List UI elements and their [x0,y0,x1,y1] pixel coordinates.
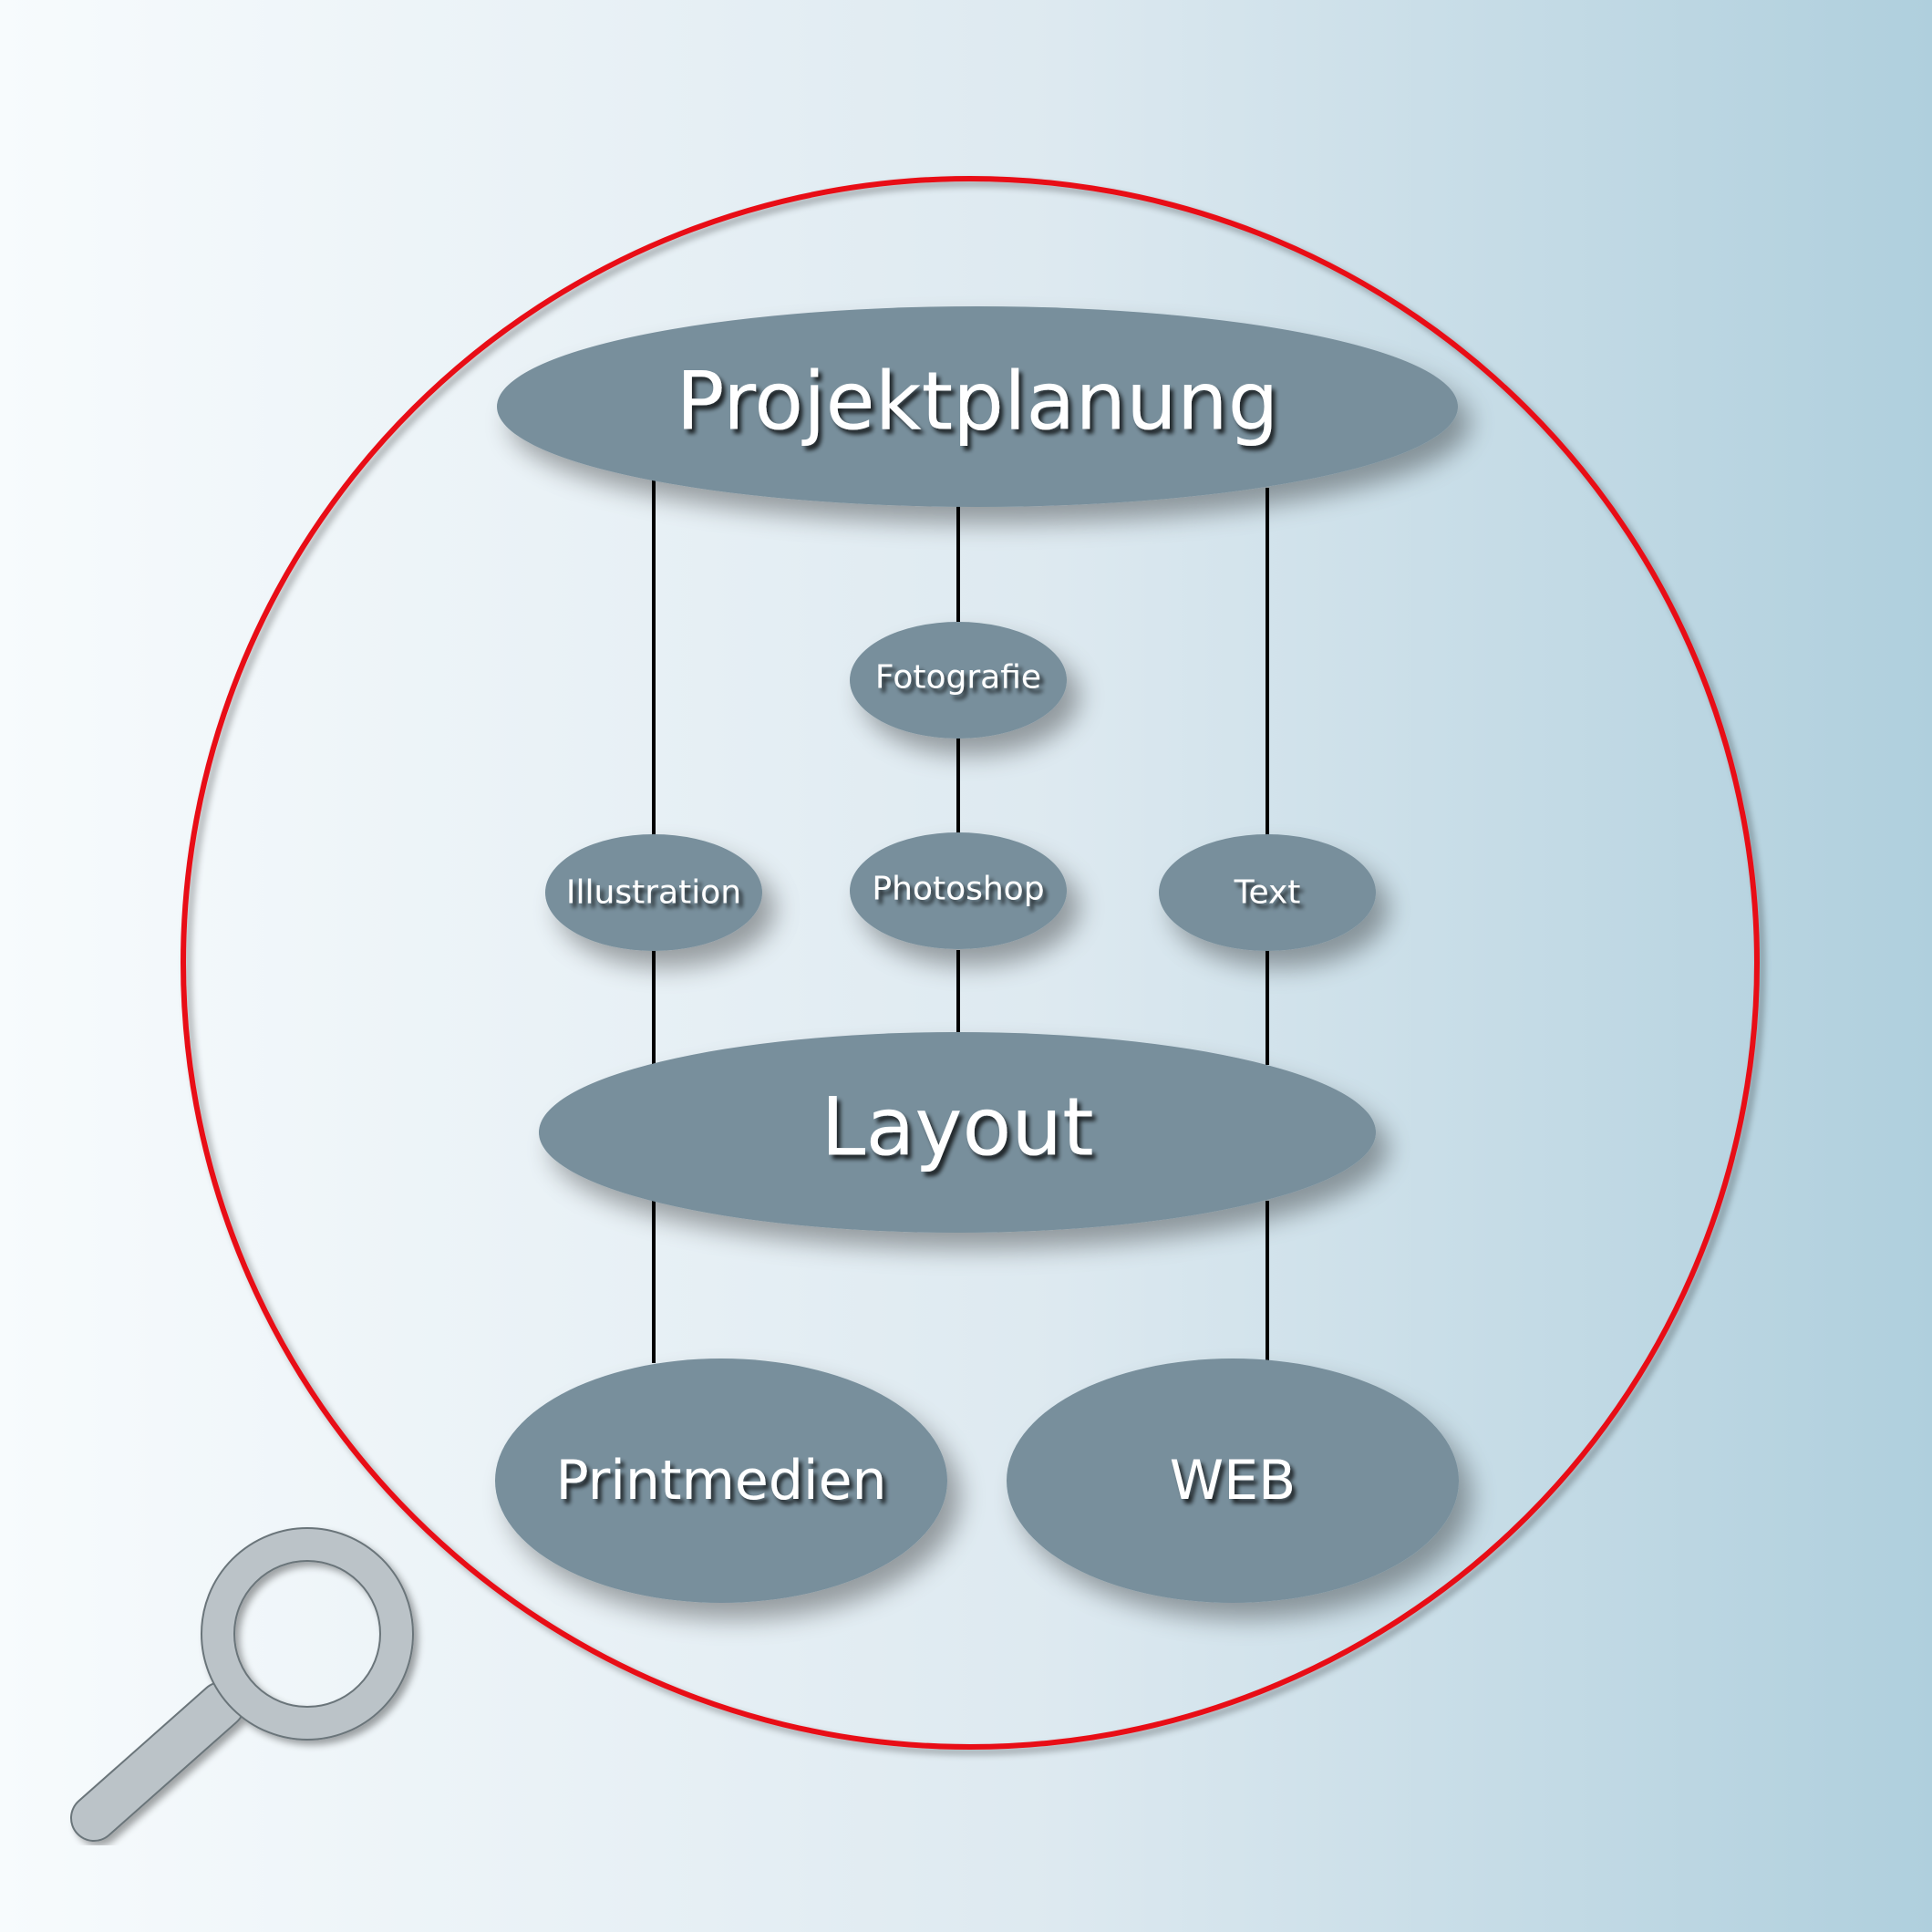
node-layout-shape [539,1032,1376,1233]
node-photoshop-label: Photoshop [872,871,1044,908]
magnifier-ring [202,1529,412,1739]
frame-circle [181,176,1760,1750]
node-fotografie: Fotografie [850,622,1067,739]
magnifier-handle [72,1683,243,1840]
magnifier-icon [70,1527,414,1842]
node-web-shape [1007,1359,1459,1603]
node-layout: Layout [539,1032,1376,1233]
connectors [652,479,1269,1363]
node-printmedien-label: Printmedien [555,1449,886,1513]
node-web: WEB [1007,1359,1459,1603]
node-photoshop-shape [850,832,1067,949]
node-web-label: WEB [1170,1449,1296,1513]
node-illustration-label: Illustration [566,874,741,912]
node-illustration-shape [545,834,762,951]
node-illustration: Illustration [545,834,762,951]
node-text-label: Text [1234,874,1301,912]
node-projektplanung-label: Projektplanung [676,355,1278,449]
node-text-shape [1159,834,1376,951]
node-printmedien-shape [495,1359,947,1603]
node-fotografie-label: Fotografie [875,659,1041,697]
node-layout-label: Layout [821,1080,1093,1174]
node-text: Text [1159,834,1376,951]
node-projektplanung-shape [497,306,1458,507]
node-fotografie-shape [850,622,1067,739]
node-projektplanung: Projektplanung [497,306,1458,507]
node-printmedien: Printmedien [495,1359,947,1603]
node-photoshop: Photoshop [850,832,1067,949]
